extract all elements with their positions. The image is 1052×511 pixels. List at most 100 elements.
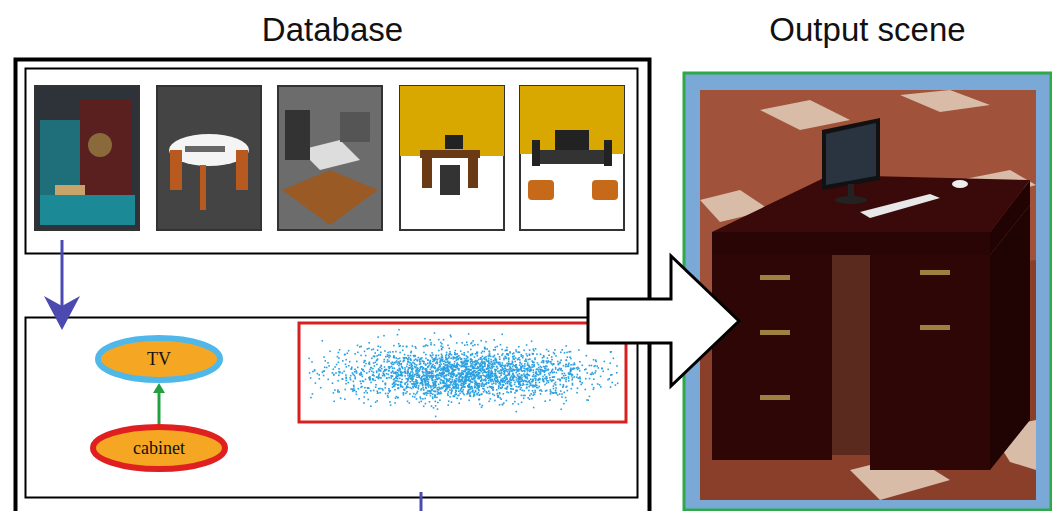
drawing-part (462, 391, 464, 393)
drawing-part (492, 393, 494, 395)
drawing-part (400, 385, 402, 387)
thumbnail-room (35, 86, 139, 230)
drawing-part (518, 370, 520, 372)
drawing-part (333, 368, 335, 370)
drawing-part (506, 381, 508, 383)
drawing-part (449, 366, 451, 368)
drawing-part (535, 391, 537, 393)
drawing-part (566, 386, 568, 388)
drawing-part (476, 363, 478, 365)
drawing-part (604, 361, 606, 363)
drawing-part (471, 342, 473, 344)
drawing-part (370, 405, 372, 407)
drawing-part (468, 380, 470, 382)
drawing-part (559, 393, 561, 395)
drawing-part (352, 372, 354, 374)
drawing-part (376, 372, 378, 374)
drawing-part (498, 388, 500, 390)
drawing-part (409, 402, 411, 404)
drawing-part (534, 393, 536, 395)
drawing-part (389, 355, 391, 357)
drawing-part (400, 384, 402, 386)
drawing-part (431, 371, 433, 373)
drawing-part (448, 373, 450, 375)
drawing-part (482, 351, 484, 353)
drawing-part (492, 373, 494, 375)
drawing-part (437, 402, 439, 404)
drawing-part (570, 371, 572, 373)
drawing-part (521, 402, 523, 404)
drawing-part (278, 86, 382, 230)
drawing-part (428, 379, 430, 381)
drawing-part (409, 365, 411, 367)
drawing-part (467, 360, 469, 362)
drawing-part (488, 350, 490, 352)
drawing-part (387, 361, 389, 363)
drawing-part (488, 361, 490, 363)
drawing-part (519, 379, 521, 381)
drawing-part (490, 376, 492, 378)
drawing-part (579, 361, 581, 363)
drawing-part (454, 369, 456, 371)
drawing-part (458, 372, 460, 374)
drawing-part (502, 379, 504, 381)
drawing-part (431, 370, 433, 372)
drawing-part (350, 379, 352, 381)
drawing-part (400, 364, 402, 366)
drawing-part (424, 379, 426, 381)
drawing-part (376, 359, 378, 361)
drawing-part (483, 385, 485, 387)
drawing-part (498, 383, 500, 385)
drawing-part (582, 365, 584, 367)
drawing-part (523, 367, 525, 369)
drawing-part (448, 373, 450, 375)
drawing-part (485, 376, 487, 378)
drawing-part (398, 343, 400, 345)
drawing-part (580, 381, 582, 383)
drawing-part (440, 381, 442, 383)
drawing-part (553, 385, 555, 387)
drawing-part (483, 380, 485, 382)
drawing-part (542, 370, 544, 372)
drawing-part (523, 395, 525, 397)
drawing-part (438, 367, 440, 369)
drawing-part (500, 387, 502, 389)
drawing-part (26, 69, 638, 254)
drawing-part (435, 379, 437, 381)
drawing-part (526, 355, 528, 357)
drawing-part (466, 372, 468, 374)
drawing-part (478, 389, 480, 391)
drawing-part (454, 373, 456, 375)
drawing-part (474, 377, 476, 379)
drawing-part (375, 401, 377, 403)
drawing-part (438, 366, 440, 368)
drawing-part (599, 384, 601, 386)
drawing-part (503, 374, 505, 376)
drawing-part (403, 389, 405, 391)
drawing-part (474, 344, 476, 346)
drawing-part (424, 398, 426, 400)
drawing-part (500, 374, 502, 376)
drawing-part (367, 348, 369, 350)
drawing-part (334, 389, 336, 391)
drawing-part (467, 366, 469, 368)
drawing-part (363, 381, 365, 383)
drawing-part (425, 373, 427, 375)
drawing-part (404, 369, 406, 371)
drawing-part (487, 387, 489, 389)
drawing-part (546, 377, 548, 379)
drawing-part (308, 358, 310, 360)
drawing-part (452, 372, 454, 374)
drawing-part (533, 364, 535, 366)
drawing-part (601, 368, 603, 370)
drawing-part (436, 363, 438, 365)
drawing-part (469, 395, 471, 397)
drawing-part (572, 374, 574, 376)
drawing-part (470, 369, 472, 371)
drawing-part (546, 366, 548, 368)
drawing-part (55, 185, 85, 195)
drawing-part (422, 368, 424, 370)
drawing-part (579, 381, 581, 383)
drawing-part (467, 351, 469, 353)
drawing-part (411, 368, 413, 370)
